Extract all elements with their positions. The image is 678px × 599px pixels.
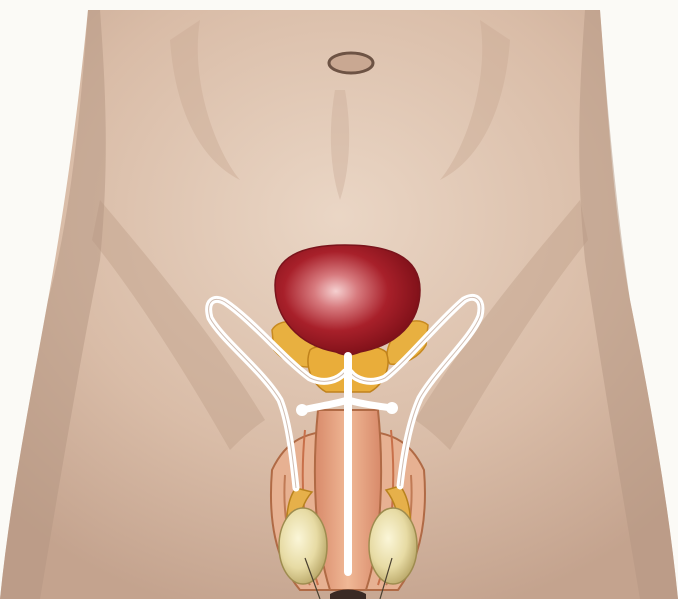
testis-left: [279, 508, 327, 584]
testis-right: [369, 508, 417, 584]
bulbourethral-gland-right: [386, 402, 398, 414]
bulbourethral-gland-left: [296, 404, 308, 416]
navel: [329, 53, 373, 73]
